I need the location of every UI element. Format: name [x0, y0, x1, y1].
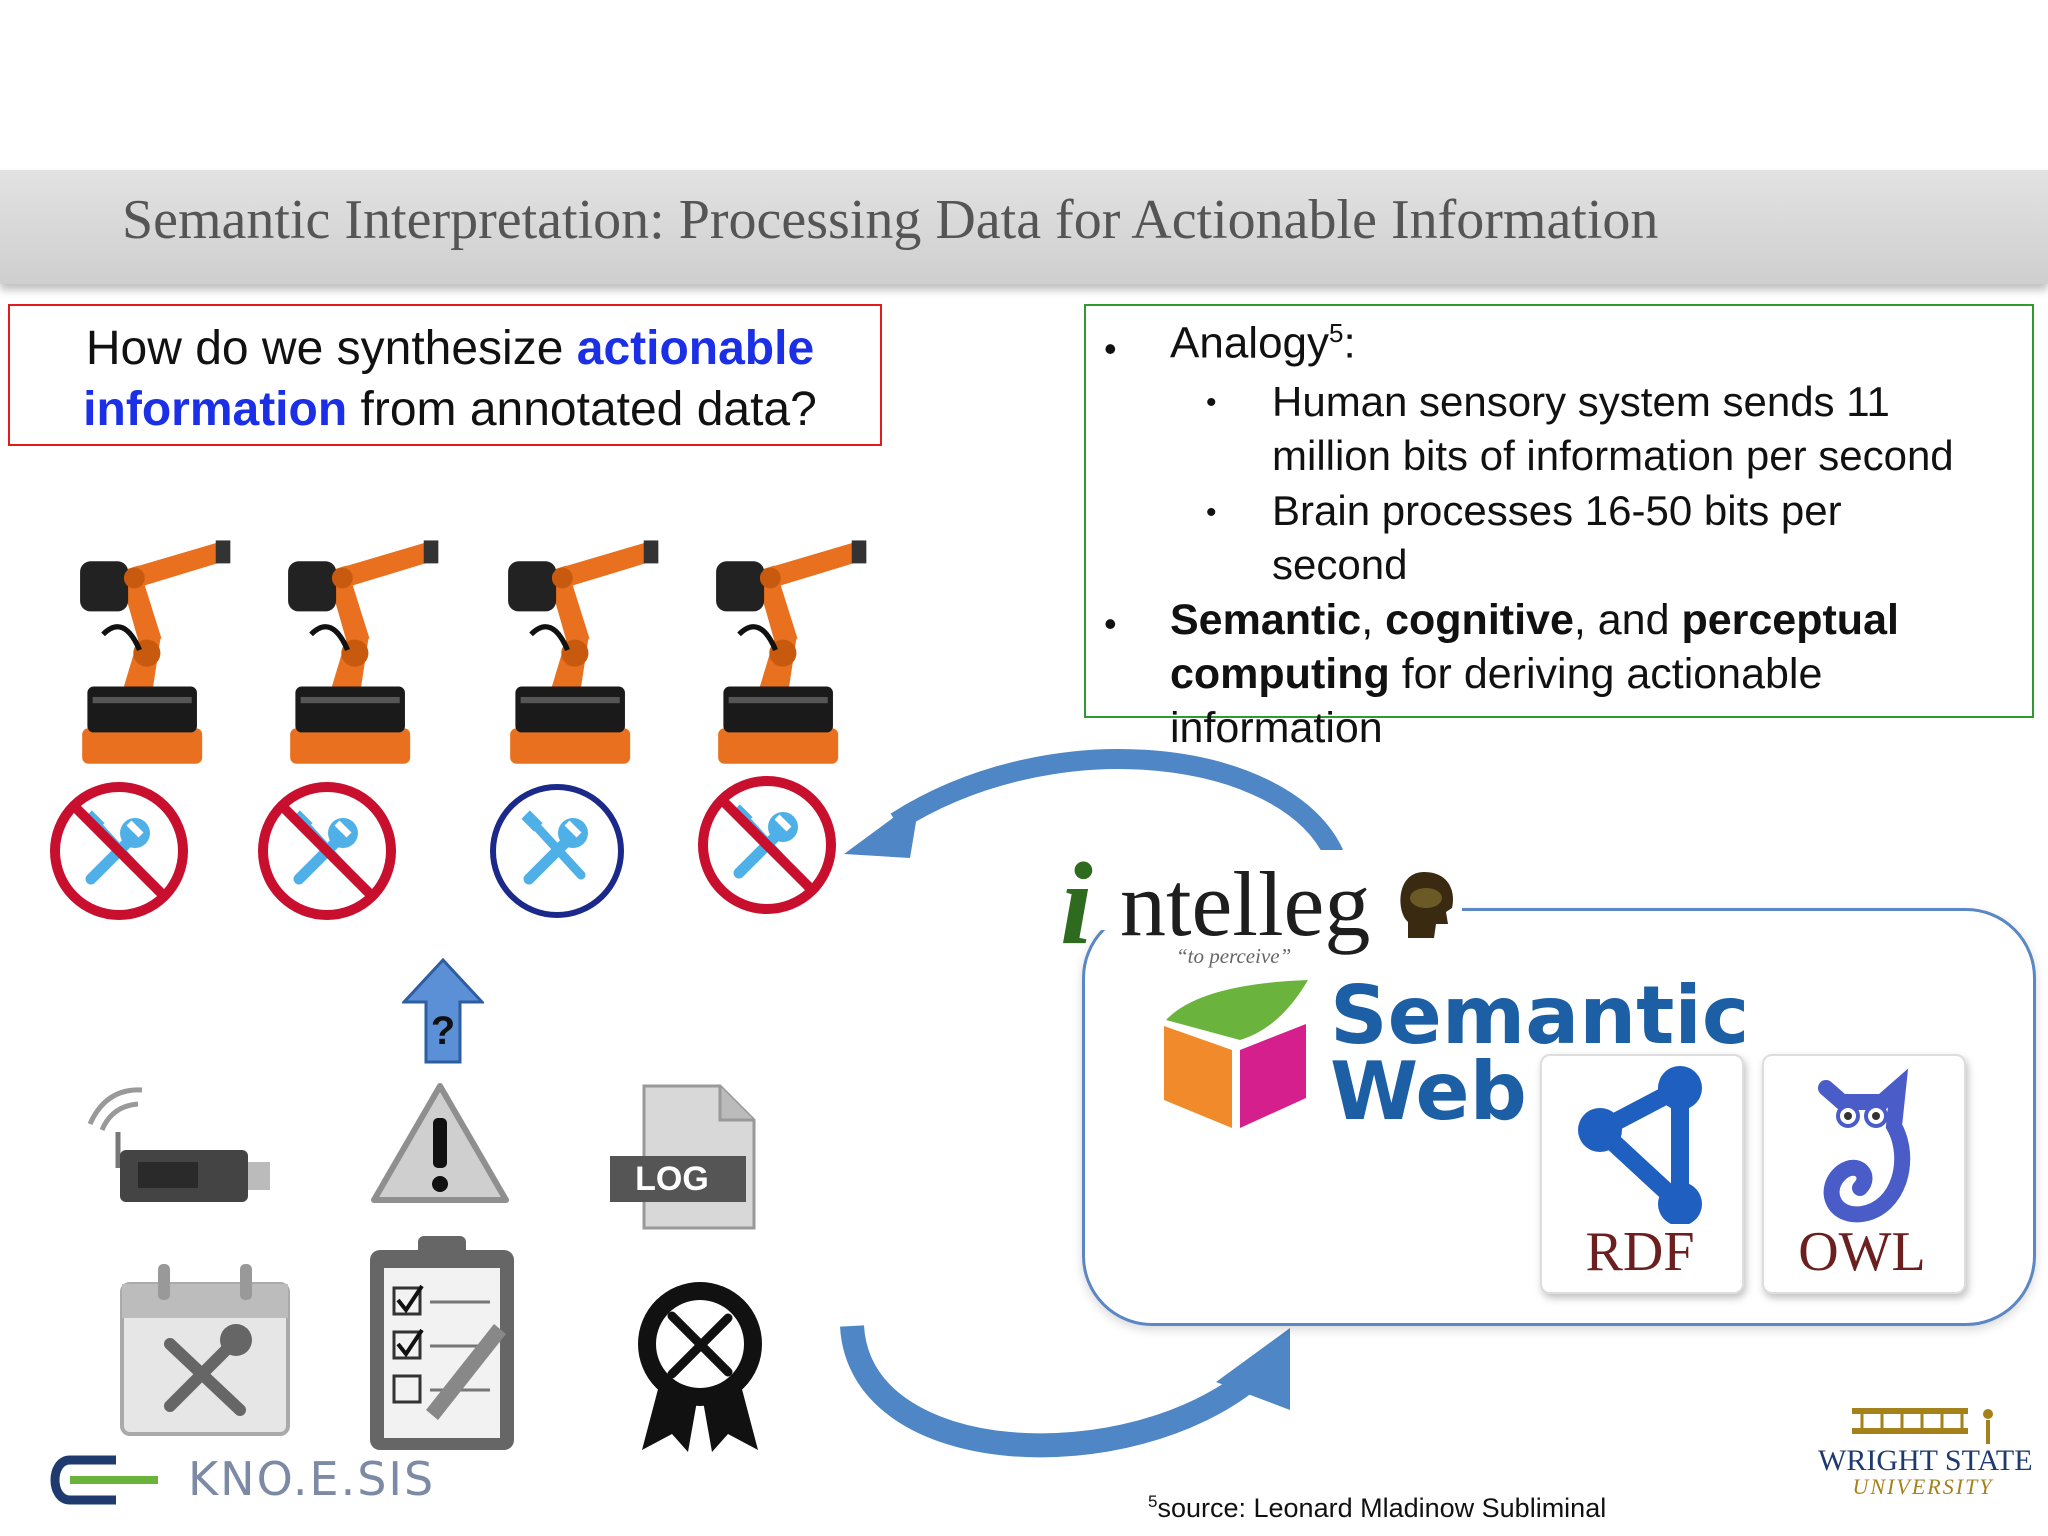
no-maintenance-icon [50, 782, 188, 920]
intellego-wordmark: ntelleg [1120, 853, 1371, 955]
owl-label: OWL [1798, 1221, 1926, 1283]
source-footnote: 5source: Leonard Mladinow Subliminal [1148, 1492, 1606, 1524]
bullet-dot: • [1104, 328, 1117, 369]
semantic-web-cube-icon [1164, 980, 1308, 1128]
robot-arm-image [488, 530, 668, 770]
word-computing: computing [1170, 650, 1390, 698]
slide-title: Semantic Interpretation: Processing Data… [122, 189, 1659, 251]
wright-state-name: WRIGHT STATE [1818, 1444, 2033, 1477]
question-mark-text: ? [431, 1009, 455, 1053]
analogy-heading-text: Analogy [1170, 318, 1330, 368]
feedback-arrow [844, 749, 1344, 859]
checklist-clipboard-icon [370, 1236, 514, 1450]
semantic-web-title-line-2: Web [1330, 1045, 1527, 1138]
deriving-text: for deriving actionable [1389, 650, 1823, 698]
bullet-dot: • [1104, 603, 1117, 644]
knoesis-logo-icon [50, 1455, 158, 1505]
analogy-heading: Analogy5: [1170, 318, 1356, 369]
log-label: LOG [635, 1160, 709, 1198]
maintenance-needed-icon [490, 784, 624, 918]
rdf-tile [1540, 1054, 1744, 1294]
log-file-icon: LOG [610, 1084, 756, 1230]
question-highlight-information: information [83, 383, 348, 436]
word-semantic: Semantic [1170, 596, 1362, 644]
bullet-2-line-3: information [1170, 704, 1383, 752]
analogy-box [1084, 304, 2034, 718]
source-footnote-marker: 5 [1148, 1492, 1158, 1511]
word-cognitive: cognitive [1385, 596, 1574, 644]
question-box: How do we synthesize actionable informat… [8, 304, 882, 446]
robot-arm-image [60, 530, 240, 770]
sub-bullet-2-line-1: Brain processes 16-50 bits per [1272, 487, 1842, 534]
warning-icon [371, 1083, 509, 1203]
source-footnote-text: source: Leonard Mladinow Subliminal [1157, 1493, 1607, 1523]
question-arrow-icon: ? [402, 958, 484, 1064]
owl-icon [1818, 1068, 1911, 1223]
question-text: How do we synthesize actionable informat… [40, 318, 860, 440]
bullet-2-line-1: Semantic, cognitive, and perceptual [1170, 596, 1899, 645]
question-highlight-actionable: actionable [576, 322, 815, 375]
rdf-graph-icon [1578, 1066, 1702, 1224]
robot-arm-image [268, 530, 448, 770]
knoesis-wordmark: KNO.E.SIS [188, 1452, 436, 1506]
sub-bullet-2-line-2: second [1272, 541, 1408, 588]
wright-state-university: UNIVERSITY [1852, 1474, 1994, 1499]
title-bar [0, 170, 2048, 284]
certified-tools-badge-icon [638, 1282, 762, 1452]
head-profile-icon [1400, 872, 1453, 938]
no-maintenance-icon [258, 782, 396, 920]
question-suffix: from annotated data? [347, 383, 817, 436]
analogy-heading-colon: : [1343, 318, 1356, 368]
word-perceptual: perceptual [1681, 596, 1899, 644]
and-text: , and [1573, 596, 1682, 644]
no-maintenance-icon [698, 776, 836, 914]
bullet-2-line-2: computing for deriving actionable [1170, 650, 1822, 699]
comma: , [1361, 596, 1386, 644]
analogy-footnote-marker: 5 [1329, 318, 1344, 348]
question-prefix: How do we synthesize [85, 322, 577, 375]
wright-flyer-icon [1852, 1408, 1993, 1444]
sub-bullet-1-line-1: Human sensory system sends 11 [1272, 378, 1890, 425]
maintenance-schedule-icon [120, 1264, 290, 1436]
sub-bullet-dot: • [1206, 496, 1217, 529]
rdf-label: RDF [1585, 1221, 1695, 1283]
intellego-i-letter: i [1060, 838, 1093, 969]
intellego-tagline: “to perceive” [1176, 944, 1292, 968]
intellego-logo-backdrop [1062, 850, 1462, 930]
sensor-device-icon [87, 1087, 270, 1202]
sub-bullet-dot: • [1206, 386, 1217, 419]
sub-bullet-1-line-2: million bits of information per second [1272, 432, 1954, 479]
input-arrow [840, 1324, 1290, 1458]
semantic-web-title-line-1: Semantic [1330, 969, 1750, 1062]
